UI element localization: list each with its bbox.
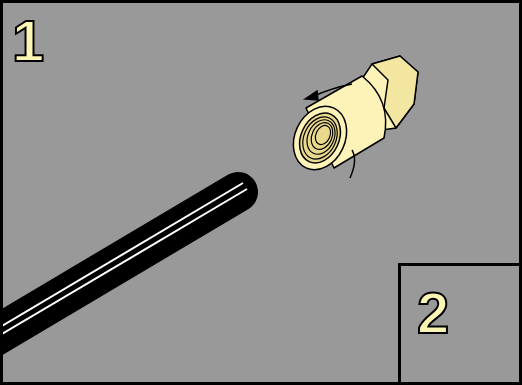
f-connector bbox=[283, 56, 418, 178]
rotation-arrow bbox=[305, 84, 355, 178]
callout-number: 2 bbox=[417, 284, 449, 342]
callout-number: 1 bbox=[12, 12, 44, 70]
panel-inset: 2 bbox=[398, 263, 519, 382]
coax-cable bbox=[0, 183, 247, 347]
